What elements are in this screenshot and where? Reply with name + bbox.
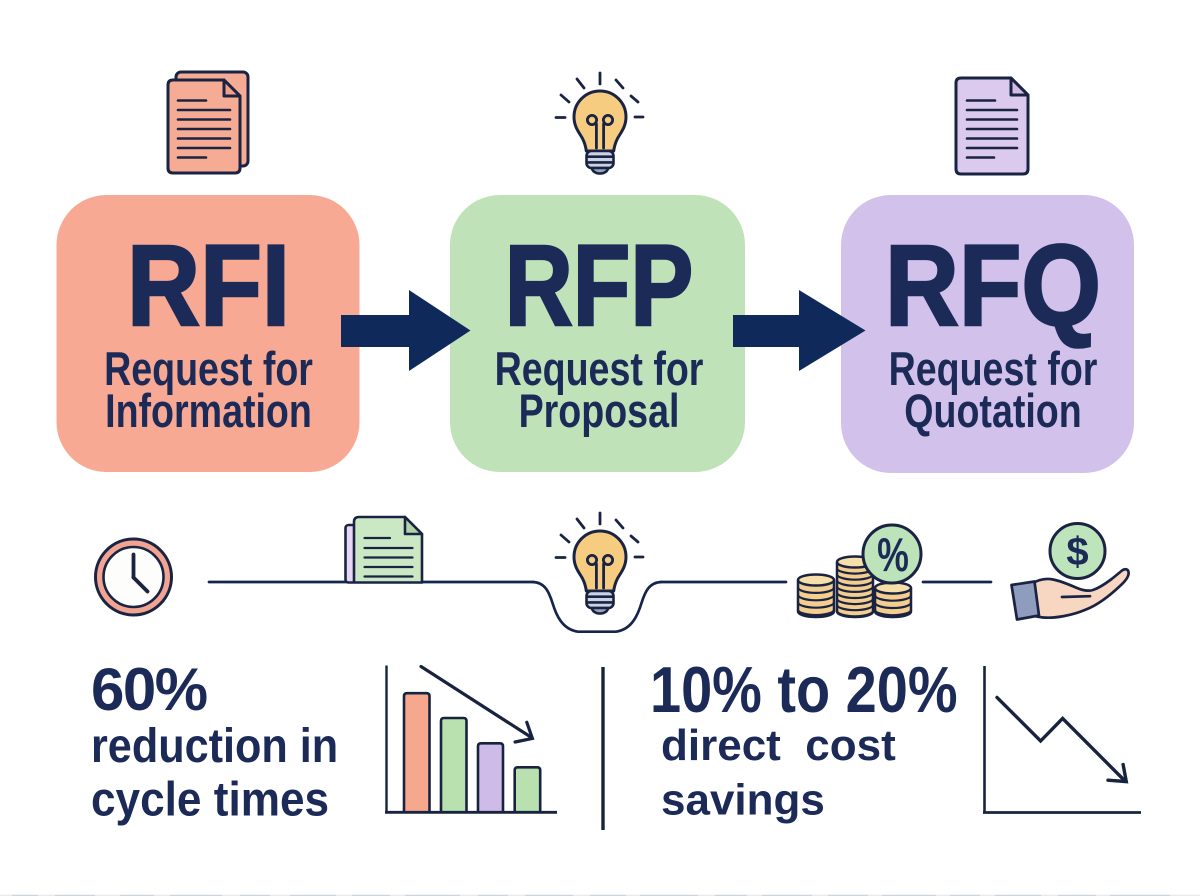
svg-text:Request for: Request for (889, 343, 1098, 396)
svg-text:Proposal: Proposal (519, 385, 680, 438)
svg-text:reduction in: reduction in (91, 719, 338, 773)
svg-text:60%: 60% (91, 656, 207, 723)
svg-text:RFQ: RFQ (885, 221, 1101, 350)
svg-text:Request for: Request for (495, 343, 704, 396)
svg-text:direct cost: direct cost (661, 721, 896, 770)
svg-text:10% to 20%: 10% to 20% (650, 653, 958, 726)
svg-text:Quotation: Quotation (904, 385, 1081, 438)
svg-text:RFP: RFP (505, 222, 694, 350)
svg-text:RFI: RFI (127, 221, 290, 349)
svg-text:cycle times: cycle times (91, 772, 329, 826)
svg-text:$: $ (1066, 530, 1088, 574)
svg-text:Request for: Request for (104, 343, 313, 396)
svg-text:%: % (877, 528, 909, 581)
svg-text:savings: savings (661, 776, 825, 825)
svg-text:Information: Information (105, 385, 312, 438)
